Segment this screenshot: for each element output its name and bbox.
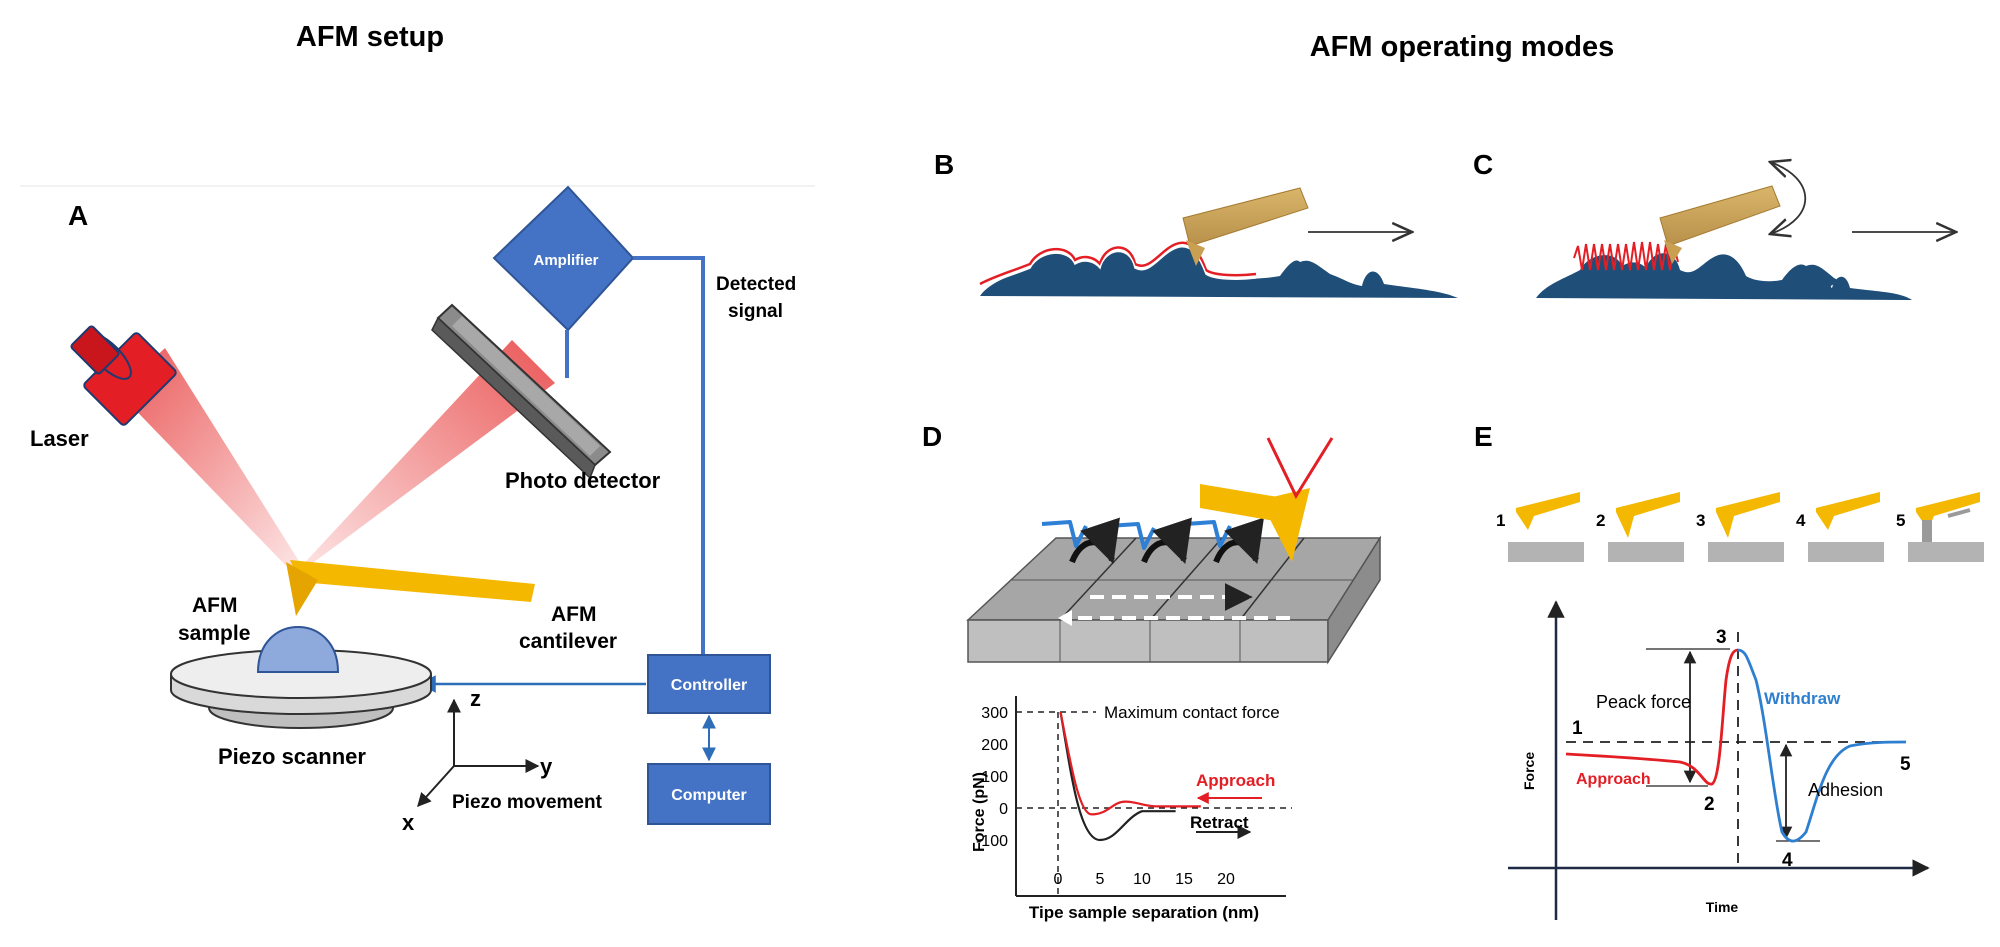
sample-surface-b [980,246,1458,298]
computer-label: Computer [671,787,747,804]
step-cantilever-icon [1816,492,1880,530]
panel-label-a: A [68,200,88,231]
step-number: 4 [1796,511,1806,530]
cantilever-d-icon [1200,484,1310,562]
chart-d-xtick: 20 [1217,871,1235,888]
laser-beam-incident [118,348,302,572]
photo-detector-label: Photo detector [505,468,661,493]
step-dash [1947,508,1971,518]
scan-trace-b [979,241,1257,286]
piezo-axes [417,698,540,808]
panel-label-e: E [1474,421,1493,452]
panel-label-c: C [1473,149,1493,180]
controller-label: Controller [671,677,747,694]
chart-d-ytick: -100 [976,833,1008,850]
scan-trace-b-highlight [979,245,1257,289]
peak-force-label: Peack force [1596,692,1691,712]
approach-curve [1059,711,1201,816]
withdraw-curve-e [1737,648,1907,843]
panel-label-d: D [922,421,942,452]
step-sample-block [1908,542,1984,562]
step-number: 2 [1596,511,1605,530]
sample-grid-slab [966,535,1382,665]
cantilever-b-icon [1182,187,1309,266]
step-sample-block [1808,542,1884,562]
force-chart-e [1508,600,1930,920]
axis-y-label: y [540,754,553,779]
title-afm-operating-modes: AFM operating modes [1310,31,1615,63]
step-cantilever-icon [1516,492,1580,530]
laser-beam-reflected [296,340,555,572]
chart-e-p2: 2 [1704,794,1715,815]
step-sample-block [1508,542,1584,562]
step-cantilever-icon [1716,492,1780,538]
axis-x-label: x [402,810,415,835]
chart-d-ytick: 300 [981,705,1008,722]
approach-label-e: Approach [1576,771,1651,788]
chart-e-xlabel: Time [1706,899,1739,915]
computer-box [647,763,771,825]
chart-d-xtick: 15 [1175,871,1193,888]
oscillation-trace-c [1573,241,1679,271]
withdraw-label: Withdraw [1764,689,1841,708]
cantilever-c-icon [1659,185,1781,264]
step-number: 1 [1496,511,1505,530]
chart-e-p5: 5 [1900,754,1911,775]
step-sample-block [1708,542,1784,562]
axis-z-label: z [470,686,481,711]
chart-d-ytick: 200 [981,737,1008,754]
wire-amplifier-controller [633,256,705,655]
afm-sample-label-1: AFM [192,594,238,617]
chart-d-ytick: 0 [999,801,1008,818]
approach-curve-e [1565,648,1739,786]
laser-reflection-d [1266,437,1334,500]
step-cantilever-icon [1616,492,1680,538]
chart-e-ylabel: Force [1521,752,1537,790]
afm-sample-dome [256,626,340,673]
title-afm-setup: AFM setup [296,21,444,53]
hop-arrow-3 [1213,517,1264,564]
piezo-movement-label: Piezo movement [452,792,603,813]
oscillation-arrow-c [1770,162,1807,234]
detected-signal-label-2: signal [728,301,783,322]
step-icons: 1 2 3 4 5 [1496,492,1984,562]
chart-d-xtick: 5 [1096,871,1105,888]
chart-d-ylabel: Force (pN) [971,772,988,852]
amplifier-label: Amplifier [533,252,598,269]
hop-arrow-2 [1141,517,1192,564]
step-detached-tip [1922,520,1932,542]
chart-d-retract-label: Retract [1190,813,1249,832]
chart-e-p3: 3 [1716,627,1727,648]
laser-label: Laser [30,426,89,451]
chart-d-xtick: 10 [1133,871,1151,888]
adhesion-label: Adhesion [1808,780,1883,800]
controller-box [647,654,771,714]
photo-detector-icon [431,303,612,480]
step-sample-block [1608,542,1684,562]
step-number: 3 [1696,511,1705,530]
chart-e-p4: 4 [1782,850,1793,871]
cantilever-icon [286,560,535,616]
laser-icon [70,325,177,426]
afm-cantilever-label-1: AFM [551,603,597,626]
tip-icon-2 [1107,522,1156,550]
afm-sample-label-2: sample [178,622,250,645]
panel-label-b: B [934,149,954,180]
retract-curve [1059,711,1176,842]
scan-path-back-head [1058,610,1072,626]
detected-signal-label-1: Detected [716,274,796,295]
chart-d-annotation-max: Maximum contact force [1104,703,1280,722]
piezo-scanner-label: Piezo scanner [218,744,366,769]
chart-d-ytick: 100 [981,769,1008,786]
afm-cantilever-label-2: cantilever [519,630,617,653]
chart-e-p1: 1 [1572,718,1583,739]
hop-arrow-1 [1069,517,1120,564]
chart-d-xlabel: Tipe sample separation (nm) [1029,903,1259,922]
chart-d-approach-label: Approach [1196,771,1275,790]
step-number: 5 [1896,511,1905,530]
